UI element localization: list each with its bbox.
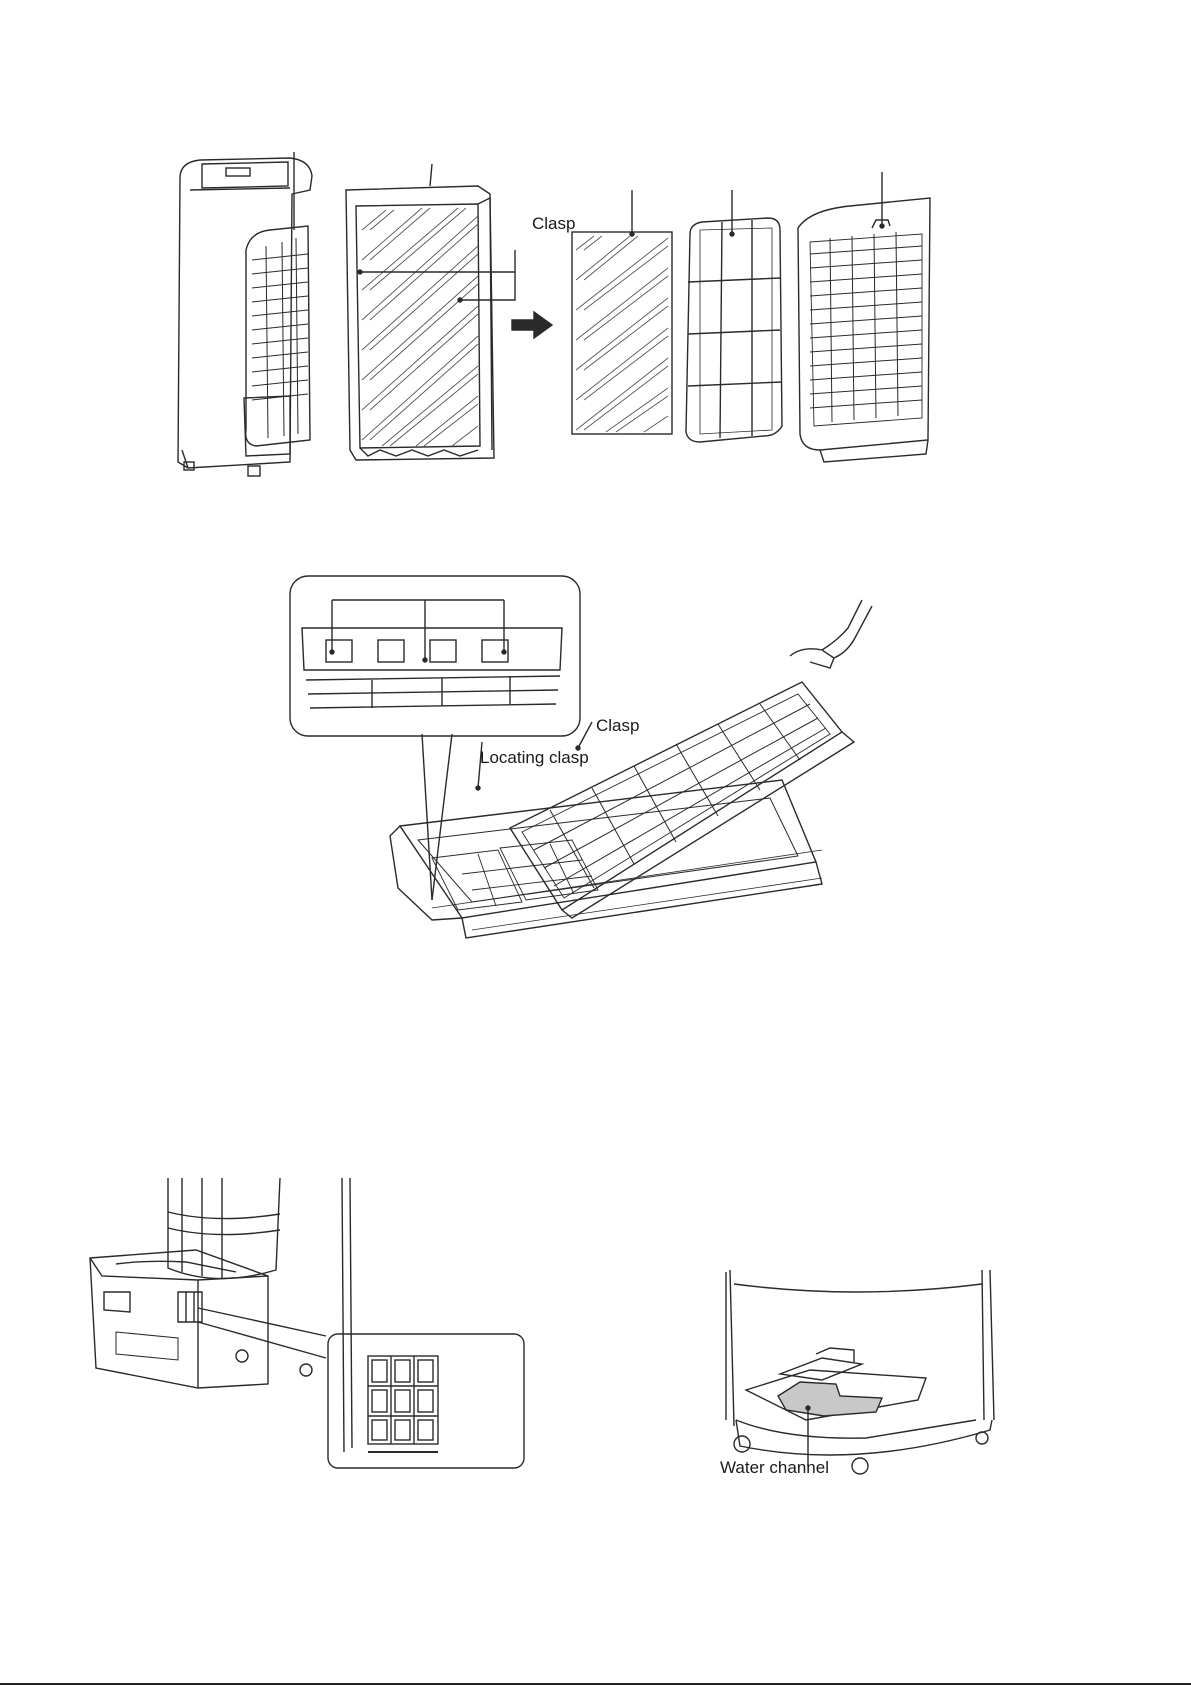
honeycomb-filter-pad-icon: [572, 190, 672, 434]
filter-disassembly-drawing: [160, 150, 980, 490]
clasp-label-2: Clasp: [596, 716, 639, 736]
water-channel-label: Water channel: [720, 1458, 829, 1478]
small-filter-callout: [198, 1308, 524, 1468]
cooler-base-icon: [726, 1270, 994, 1474]
locating-clasp-label: Locating clasp: [480, 748, 589, 768]
arrow-right-icon: [512, 312, 552, 338]
water-tank-filter-drawing: [86, 1172, 536, 1482]
back-panel-with-filter-icon: [346, 164, 515, 460]
figure-water-channel: Water channel: [706, 1270, 1076, 1490]
figure-filter-disassembly: Clasp: [160, 150, 980, 490]
figure-grid-frame-removal: Clasp Locating clasp: [282, 510, 882, 1010]
clasp-label: Clasp: [532, 214, 575, 234]
figure-water-tank-filter: [86, 1172, 536, 1482]
small-filter-grid-icon: [368, 1356, 438, 1452]
water-channel-drawing: [706, 1270, 1076, 1490]
filter-grid-frame-icon: [686, 190, 782, 442]
clasp-detail-callout: [290, 576, 580, 900]
louvered-back-cover-icon: [798, 172, 930, 462]
water-tank-drawer-icon: [90, 1250, 312, 1388]
hand-icon: [790, 600, 872, 668]
water-channel-icon: [778, 1382, 882, 1416]
clasp-pointer: [578, 722, 592, 748]
air-cooler-unit-icon: [178, 152, 312, 476]
back-panel-flat-icon: [390, 780, 822, 938]
